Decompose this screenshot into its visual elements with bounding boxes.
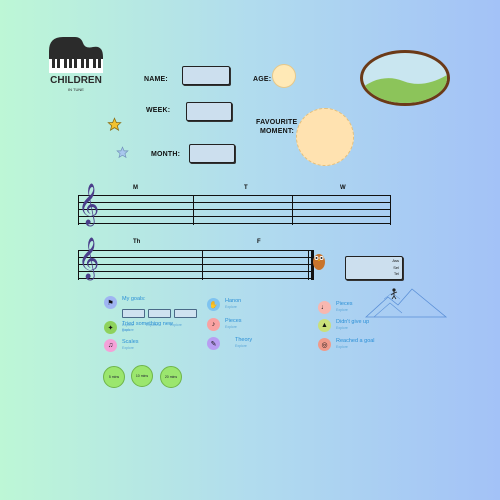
- day-label-monday: M: [133, 185, 138, 191]
- goal-hanon[interactable]: ✋ Hanon Explore: [207, 298, 241, 311]
- goal-label: Scales: [122, 339, 139, 345]
- goal-my-goals[interactable]: ⚑ My goals: Explore Explore Explore goal…: [104, 296, 200, 333]
- book-icon: ✎: [207, 337, 220, 350]
- goal-sub: Explore: [122, 328, 134, 332]
- week-field[interactable]: [186, 102, 232, 121]
- goal-sub: Explore: [235, 344, 247, 348]
- goal-label: Reached a goal: [336, 338, 375, 344]
- staff-top: [78, 195, 391, 225]
- goal-sub: Explore: [336, 345, 348, 349]
- name-field[interactable]: [182, 66, 230, 85]
- day-label-tuesday: T: [244, 185, 248, 191]
- star-icon: [107, 117, 122, 131]
- summary-box[interactable]: Ass Sel Tel: [345, 256, 403, 280]
- goals-sub: goals: [122, 328, 131, 332]
- month-field[interactable]: [189, 144, 235, 163]
- day-label-wednesday: W: [340, 185, 346, 191]
- flag-icon: ⚑: [104, 296, 117, 309]
- treble-clef-icon-bottom: 𝄞: [78, 237, 100, 278]
- goal-label: Tried something new: [122, 321, 173, 327]
- name-label: NAME:: [144, 76, 168, 83]
- time-20-mins[interactable]: 20 mins: [160, 366, 182, 388]
- favourite-moment-circle[interactable]: [296, 108, 354, 166]
- goal-reached-a-goal[interactable]: ◎ Reached a goal Explore: [318, 338, 375, 351]
- mini-box-caption: Explore: [122, 323, 134, 327]
- mini-box-caption: Explore: [146, 323, 158, 327]
- scale-icon: ♫: [104, 339, 117, 352]
- goal-pieces[interactable]: ♪ Pieces Explore: [207, 318, 242, 331]
- goal-sub: Explore: [122, 346, 134, 350]
- goal-sub: Explore: [336, 326, 348, 330]
- summary-value-1: Ass: [392, 258, 399, 263]
- hand-icon: ✋: [207, 298, 220, 311]
- goal-label: Hanon: [225, 298, 242, 304]
- summary-value-2: Sel: [393, 265, 399, 270]
- goal-scales[interactable]: ♫ Scales Explore: [104, 339, 139, 352]
- target-icon: ◎: [318, 338, 331, 351]
- rocket-icon: ✦: [104, 321, 117, 334]
- goal-didnt-give-up[interactable]: ▲ Didn't give up Explore: [318, 319, 369, 332]
- goal-label: Pieces: [225, 318, 242, 324]
- treble-clef-icon: 𝄞: [78, 183, 100, 224]
- goal-pieces-2[interactable]: ♩ Pieces Explore: [318, 301, 353, 314]
- time-5-mins[interactable]: 5 mins: [103, 366, 125, 388]
- goal-theory[interactable]: ✎ Theory Explore: [207, 337, 252, 350]
- goal-label: Theory: [235, 337, 253, 343]
- day-label-friday: F: [257, 239, 261, 245]
- logo-subtitle: IN TUNE: [68, 87, 84, 92]
- small-star-icon: [116, 146, 129, 159]
- goal-mini-box-2[interactable]: [148, 309, 171, 318]
- owl-icon: [313, 254, 325, 270]
- goal-sub: Explore: [336, 308, 348, 312]
- goal-mini-box-1[interactable]: [122, 309, 145, 318]
- goal-sub: Explore: [225, 305, 237, 309]
- week-label: WEEK:: [146, 107, 171, 114]
- goal-sub: Explore: [225, 325, 237, 329]
- goal-label: My goals:: [122, 296, 146, 302]
- goal-tried-something-new[interactable]: ✦ Tried something new Explore: [104, 321, 173, 334]
- mountain-icon: ▲: [318, 319, 331, 332]
- age-circle[interactable]: [272, 64, 296, 88]
- day-label-thursday: Th: [133, 239, 141, 245]
- staff-bottom: [78, 250, 314, 280]
- favourite-label-2: MOMENT:: [260, 128, 295, 135]
- month-label: MONTH:: [151, 151, 181, 158]
- summary-value-3: Tel: [393, 271, 399, 276]
- piano-logo-icon: [49, 37, 103, 73]
- age-label: AGE:: [253, 76, 272, 83]
- goal-label: Didn't give up: [336, 319, 370, 325]
- logo: CHILDREN IN TUNE: [45, 33, 107, 93]
- favourite-label-1: FAVOURITE: [256, 119, 298, 126]
- mountain-climber-icon: [364, 288, 448, 318]
- goal-label: Pieces: [336, 301, 353, 307]
- logo-title: CHILDREN: [50, 75, 102, 86]
- note-icon: ♪: [207, 318, 220, 331]
- time-10-mins[interactable]: 10 mins: [131, 365, 153, 387]
- landscape-picture: [360, 50, 450, 106]
- music-icon: ♩: [318, 301, 331, 314]
- mini-box-caption: Explore: [170, 323, 182, 327]
- goal-mini-box-3[interactable]: [174, 309, 197, 318]
